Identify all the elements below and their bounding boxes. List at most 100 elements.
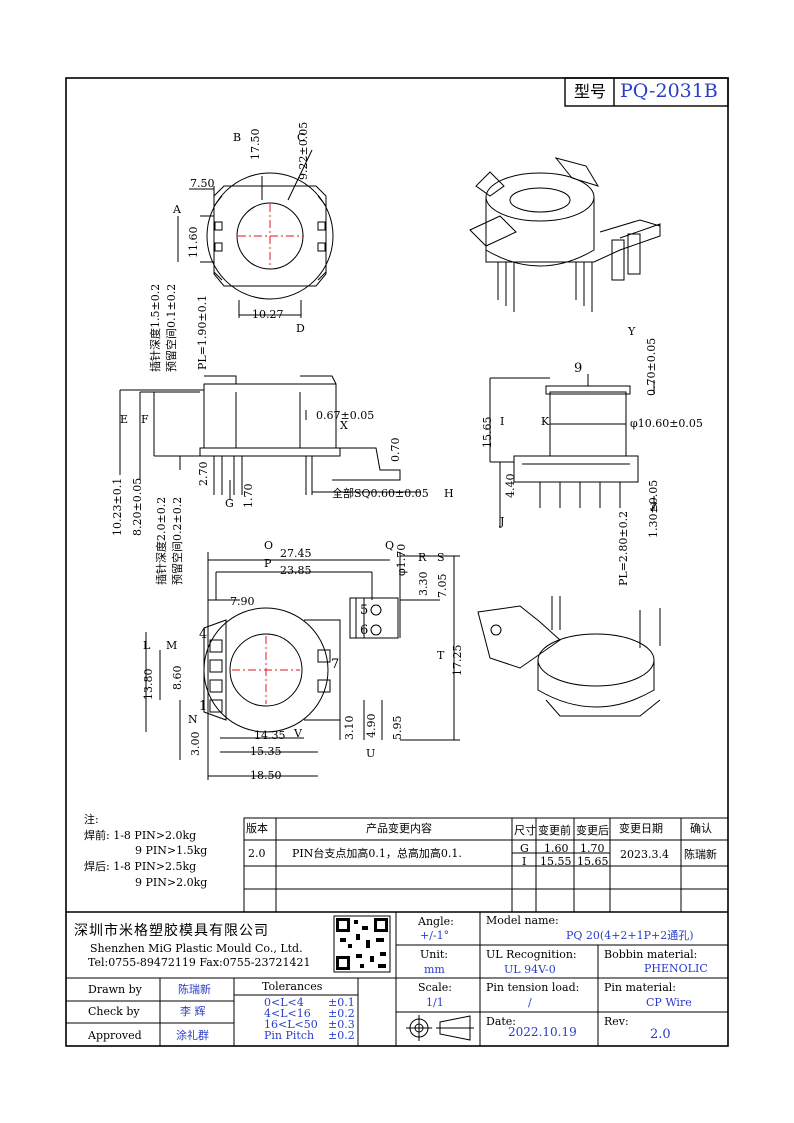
dim-p: 23.85 — [280, 564, 312, 577]
date-value: 2022.10.19 — [508, 1025, 577, 1039]
pin-tension-value: / — [528, 996, 532, 1009]
callout-y: Y — [628, 325, 636, 338]
callout-d: D — [296, 322, 305, 335]
rev-after-g: 1.70 — [580, 842, 605, 855]
dim-b: 17.50 — [249, 128, 262, 161]
rev-header-size: 尺寸 — [514, 824, 536, 837]
approved-value: 涂礼群 — [176, 1029, 209, 1042]
scale-label: Scale: — [418, 981, 452, 994]
callout-l: L — [143, 639, 151, 652]
dim-1535: 15.35 — [250, 745, 282, 758]
company-contact: Tel:0755-89472119 Fax:0755-23721421 — [88, 956, 311, 969]
callout-p: P — [264, 557, 272, 570]
note-pin-depth-2: 插针深度2.0±0.2 — [155, 496, 168, 585]
rev-size-i: I — [522, 855, 527, 868]
notes-line-1: 焊前: 1-8 PIN>2.0kg — [84, 829, 197, 842]
dim-595: 5.95 — [391, 715, 404, 741]
rev-header-after: 变更后 — [576, 824, 609, 837]
tolerance-value: ±0.2 — [328, 1029, 355, 1042]
callout-a: A — [173, 203, 181, 216]
iso-view-top — [469, 157, 661, 312]
rev-header-version: 版本 — [246, 822, 268, 835]
rev-date: 2023.3.4 — [620, 848, 669, 861]
dim-790: 7.90 — [230, 595, 255, 608]
model-name-label: Model name: — [486, 914, 559, 927]
pin-tension-label: Pin tension load: — [486, 981, 580, 994]
side-view-left — [119, 375, 420, 500]
dim-1565: 15.65 — [481, 416, 494, 449]
dim-e: 10.23±0.1 — [111, 477, 124, 536]
drawn-by-label: Drawn by — [88, 983, 142, 996]
dim-170: 1.70 — [242, 483, 255, 509]
notes-line-3: 焊后: 1-8 PIN>2.5kg — [84, 860, 197, 873]
rev-size-g: G — [520, 842, 529, 855]
callout-x: X — [340, 419, 348, 432]
note-reserve-2: 预留空间0.2±0.2 — [171, 496, 184, 585]
callout-z: Z — [650, 501, 658, 514]
callout-t: T — [437, 649, 445, 662]
dim-s: 7.05 — [436, 573, 449, 599]
dim-440: 4.40 — [504, 473, 517, 499]
callout-k: K — [541, 415, 550, 428]
dim-o: 27.45 — [280, 547, 312, 560]
callout-r: R — [418, 551, 427, 564]
dim-r: 3.30 — [417, 571, 430, 597]
dim-c: 9.22±0.05 — [297, 121, 310, 180]
dim-q: φ1.70 — [395, 543, 408, 576]
callout-m: M — [166, 639, 178, 652]
dim-pl-left: PL=1.90±0.1 — [196, 294, 209, 370]
rev-version: 2.0 — [248, 847, 266, 860]
company-name-en: Shenzhen MiG Plastic Mould Co., Ltd. — [90, 942, 303, 955]
unit-value: mm — [424, 963, 445, 976]
rev-value: 2.0 — [650, 1027, 671, 1042]
model-name-value: PQ 20(4+2+1P+2通孔) — [566, 929, 694, 942]
callout-c: C — [297, 131, 306, 144]
dim-t: 17.25 — [451, 644, 464, 677]
dim-1027: 10.27 — [252, 308, 284, 321]
dim-n: 3.00 — [189, 731, 202, 757]
tolerance-range: Pin Pitch — [264, 1029, 315, 1042]
dim-070-left: 0.70 — [389, 437, 402, 463]
dim-l: 13.80 — [142, 668, 155, 701]
callout-u: U — [366, 747, 376, 760]
dim-1435: 14.35 — [254, 729, 286, 742]
notes-line-4: 9 PIN>2.0kg — [135, 876, 208, 889]
rev-content: PIN台支点加高0.1，总高加高0.1. — [292, 847, 462, 860]
rev-before-i: 15.55 — [540, 855, 572, 868]
tolerance-value: ±0.3 — [328, 1018, 355, 1031]
callout-q: Q — [385, 539, 395, 552]
rev-header-confirm: 确认 — [690, 822, 712, 835]
dim-310: 3.10 — [343, 715, 356, 741]
rev-label: Rev: — [604, 1015, 629, 1028]
note-reserve: 预留空间0.1±0.2 — [165, 283, 178, 372]
callout-h: H — [444, 487, 454, 500]
ul-label: UL Recognition: — [486, 948, 577, 961]
dim-1850: 18.50 — [250, 769, 282, 782]
callout-n: N — [188, 713, 198, 726]
tolerance-range: 4<L<16 — [264, 1007, 311, 1020]
revision-table-grid — [243, 817, 729, 913]
notes-title: 注: — [84, 813, 99, 826]
rev-header-date: 变更日期 — [619, 822, 663, 835]
pin-5-label: 5 — [360, 603, 369, 618]
rev-confirm: 陈瑞新 — [684, 848, 717, 861]
pin-material-value: CP Wire — [646, 996, 692, 1009]
callout-f: F — [141, 413, 149, 426]
tolerance-range: 0<L<4 — [264, 996, 304, 1009]
rev-header-before: 变更前 — [538, 824, 571, 837]
callout-g: G — [225, 497, 234, 510]
drawn-by-value: 陈瑞新 — [178, 983, 211, 996]
dim-a: 11.60 — [187, 226, 200, 259]
dim-x: 0.67±0.05 — [316, 409, 375, 422]
tolerances-title: Tolerances — [262, 980, 323, 993]
note-pin-depth: 插针深度1.5±0.2 — [149, 283, 162, 372]
callout-o: O — [264, 539, 274, 552]
bobbin-label: Bobbin material: — [604, 948, 698, 961]
ul-value: UL 94V-0 — [504, 963, 556, 976]
dim-490: 4.90 — [365, 713, 378, 739]
callout-s: S — [437, 551, 445, 564]
dim-y: 0.70±0.05 — [645, 337, 658, 396]
date-label: Date: — [486, 1015, 517, 1028]
